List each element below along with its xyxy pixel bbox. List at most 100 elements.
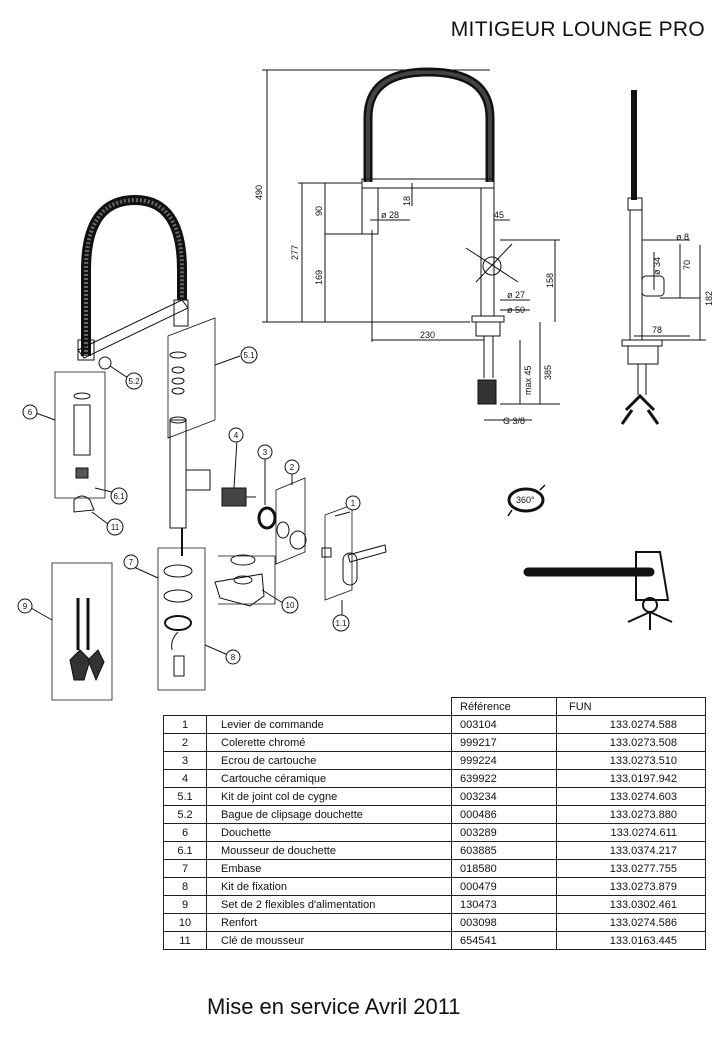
- dim-50: ø 50: [507, 305, 525, 315]
- dim-169: 169: [314, 270, 324, 285]
- dim-max45: max 45: [523, 365, 533, 395]
- footer-note: Mise en service Avril 2011: [207, 994, 461, 1019]
- part-description: Renfort: [206, 913, 452, 932]
- part-number: 9: [163, 895, 207, 914]
- part-reference: 018580: [451, 859, 557, 878]
- reference-header: Référence: [451, 697, 557, 716]
- dim-90: 90: [314, 206, 324, 216]
- part-description: Colerette chromé: [206, 733, 452, 752]
- callout-11: 11: [111, 523, 120, 532]
- callout-6-1: 6.1: [113, 492, 125, 501]
- part-fun-code: 133.0273.880: [556, 805, 706, 824]
- part-number: 8: [163, 877, 207, 896]
- rotation-label: 360°: [516, 495, 535, 505]
- part-fun-code: 133.0163.445: [556, 931, 706, 950]
- part-number: 3: [163, 751, 207, 770]
- dim-side-34: ø 34: [652, 257, 662, 275]
- part-description: Mousseur de douchette: [206, 841, 452, 860]
- part-description: Kit de joint col de cygne: [206, 787, 452, 806]
- callout-4: 4: [234, 431, 239, 440]
- front-view-drawing: [262, 67, 560, 421]
- callout-9: 9: [23, 602, 28, 611]
- part-number: 10: [163, 913, 207, 932]
- part-description: Embase: [206, 859, 452, 878]
- part-number: 5.1: [163, 787, 207, 806]
- dim-158: 158: [545, 273, 555, 288]
- part-description: Ecrou de cartouche: [206, 751, 452, 770]
- rotation-icon: [507, 484, 546, 517]
- side-view-drawing: [620, 90, 706, 425]
- part-number: 5.2: [163, 805, 207, 824]
- part-fun-code: 133.0197.942: [556, 769, 706, 788]
- part-description: Clé de mousseur: [206, 931, 452, 950]
- callout-7: 7: [129, 558, 134, 567]
- part-number: 6: [163, 823, 207, 842]
- dim-45: 45: [494, 210, 504, 220]
- part-fun-code: 133.0274.603: [556, 787, 706, 806]
- part-number: 4: [163, 769, 207, 788]
- callout-1: 1: [351, 499, 356, 508]
- part-reference: 003104: [451, 715, 557, 734]
- blank-header: [164, 698, 207, 716]
- callout-8: 8: [231, 653, 236, 662]
- part-description: Cartouche céramique: [206, 769, 452, 788]
- part-description: Set de 2 flexibles d'alimentation: [206, 895, 452, 914]
- dim-490: 490: [254, 185, 264, 200]
- dim-thread: G 3/8: [503, 416, 525, 426]
- table-header-row: Référence FUN: [164, 697, 706, 716]
- callout-3: 3: [263, 448, 268, 457]
- part-fun-code: 133.0274.588: [556, 715, 706, 734]
- part-reference: 130473: [451, 895, 557, 914]
- callout-5-1: 5.1: [243, 351, 255, 360]
- part-fun-code: 133.0374.217: [556, 841, 706, 860]
- callout-6: 6: [28, 408, 33, 417]
- part-fun-code: 133.0274.586: [556, 913, 706, 932]
- part-reference: 000486: [451, 805, 557, 824]
- part-fun-code: 133.0273.508: [556, 733, 706, 752]
- dim-27: ø 27: [507, 290, 525, 300]
- part-reference: 999217: [451, 733, 557, 752]
- callout-2: 2: [290, 463, 295, 472]
- part-description: Kit de fixation: [206, 877, 452, 896]
- part-description: Douchette: [206, 823, 452, 842]
- part-reference: 639922: [451, 769, 557, 788]
- dim-side-8: ø 8: [676, 232, 689, 242]
- part-description: Bague de clipsage douchette: [206, 805, 452, 824]
- part-fun-code: 133.0274.611: [556, 823, 706, 842]
- dim-side-78: 78: [652, 325, 662, 335]
- callout-10: 10: [286, 601, 295, 610]
- part-reference: 003098: [451, 913, 557, 932]
- blank-header: [207, 698, 452, 716]
- top-view-drawing: [523, 551, 673, 630]
- callout-5-2: 5.2: [128, 377, 140, 386]
- part-reference: 603885: [451, 841, 557, 860]
- fun-header: FUN: [556, 697, 706, 716]
- part-reference: 999224: [451, 751, 557, 770]
- part-fun-code: 133.0277.755: [556, 859, 706, 878]
- part-number: 2: [163, 733, 207, 752]
- dim-side-182: 182: [704, 291, 714, 306]
- part-number: 6.1: [163, 841, 207, 860]
- part-number: 1: [163, 715, 207, 734]
- dim-28: ø 28: [381, 210, 399, 220]
- document-title: MITIGEUR LOUNGE PRO: [450, 18, 705, 41]
- part-reference: 000479: [451, 877, 557, 896]
- part-reference: 003289: [451, 823, 557, 842]
- callout-1-1: 1.1: [335, 619, 347, 628]
- dim-277: 277: [290, 245, 300, 260]
- part-reference: 003234: [451, 787, 557, 806]
